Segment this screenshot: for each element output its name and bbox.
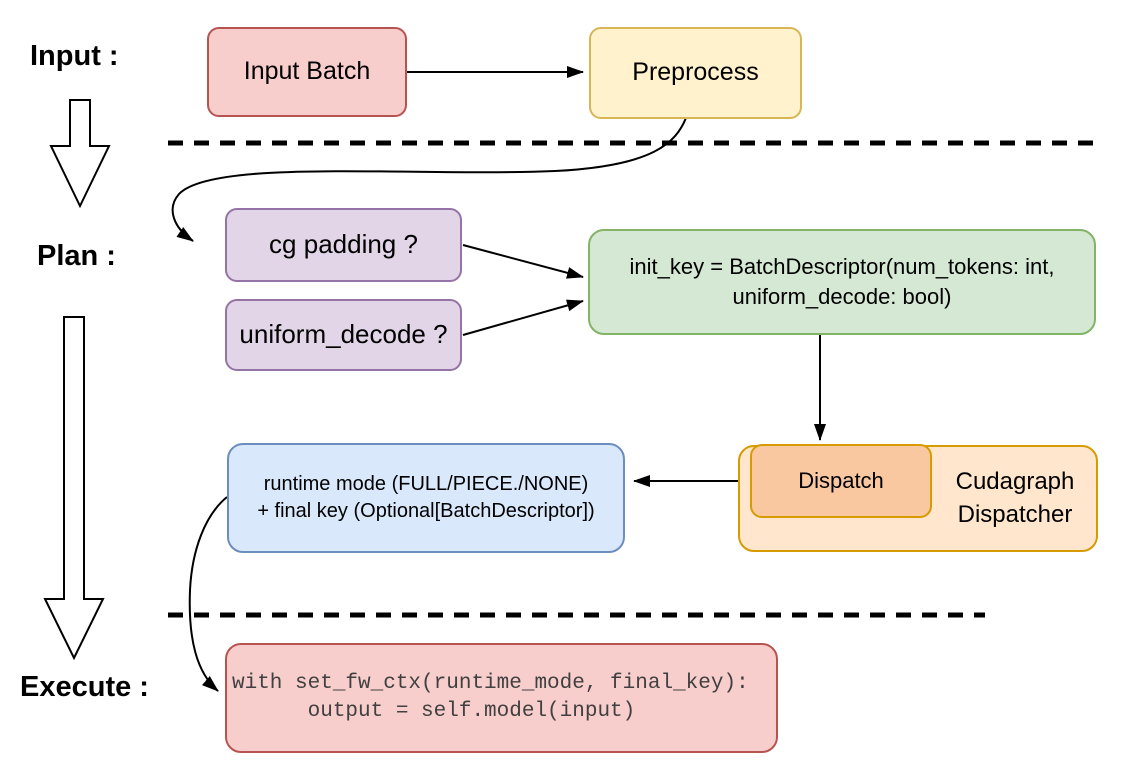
- node-uniform-decode: uniform_decode ?: [225, 299, 462, 371]
- node-dispatch: Dispatch: [750, 444, 932, 518]
- edge-uniformdecode-to-initkey: [462, 299, 584, 336]
- node-runtime-mode: runtime mode (FULL/PIECE./NONE) + final …: [227, 443, 625, 553]
- plan-to-execute-arrow: [43, 316, 105, 661]
- stage-label-input: Input :: [30, 40, 119, 72]
- node-preprocess: Preprocess: [589, 27, 802, 119]
- node-init-key: init_key = BatchDescriptor(num_tokens: i…: [588, 229, 1096, 335]
- edge-cgpadding-to-initkey: [462, 244, 584, 279]
- stage-label-plan: Plan :: [37, 240, 116, 272]
- node-cg-padding: cg padding ?: [225, 208, 462, 282]
- edge-runtimemode-to-executecode: [188, 496, 228, 692]
- node-input-batch: Input Batch: [207, 27, 407, 117]
- edge-preprocess-to-cgpadding: [171, 117, 687, 242]
- node-execute-code: with set_fw_ctx(runtime_mode, final_key)…: [225, 643, 778, 753]
- input-to-plan-arrow: [49, 99, 111, 209]
- node-cudagraph-dispatcher-label: Cudagraph Dispatcher: [955, 468, 1075, 528]
- stage-label-execute: Execute :: [20, 671, 149, 703]
